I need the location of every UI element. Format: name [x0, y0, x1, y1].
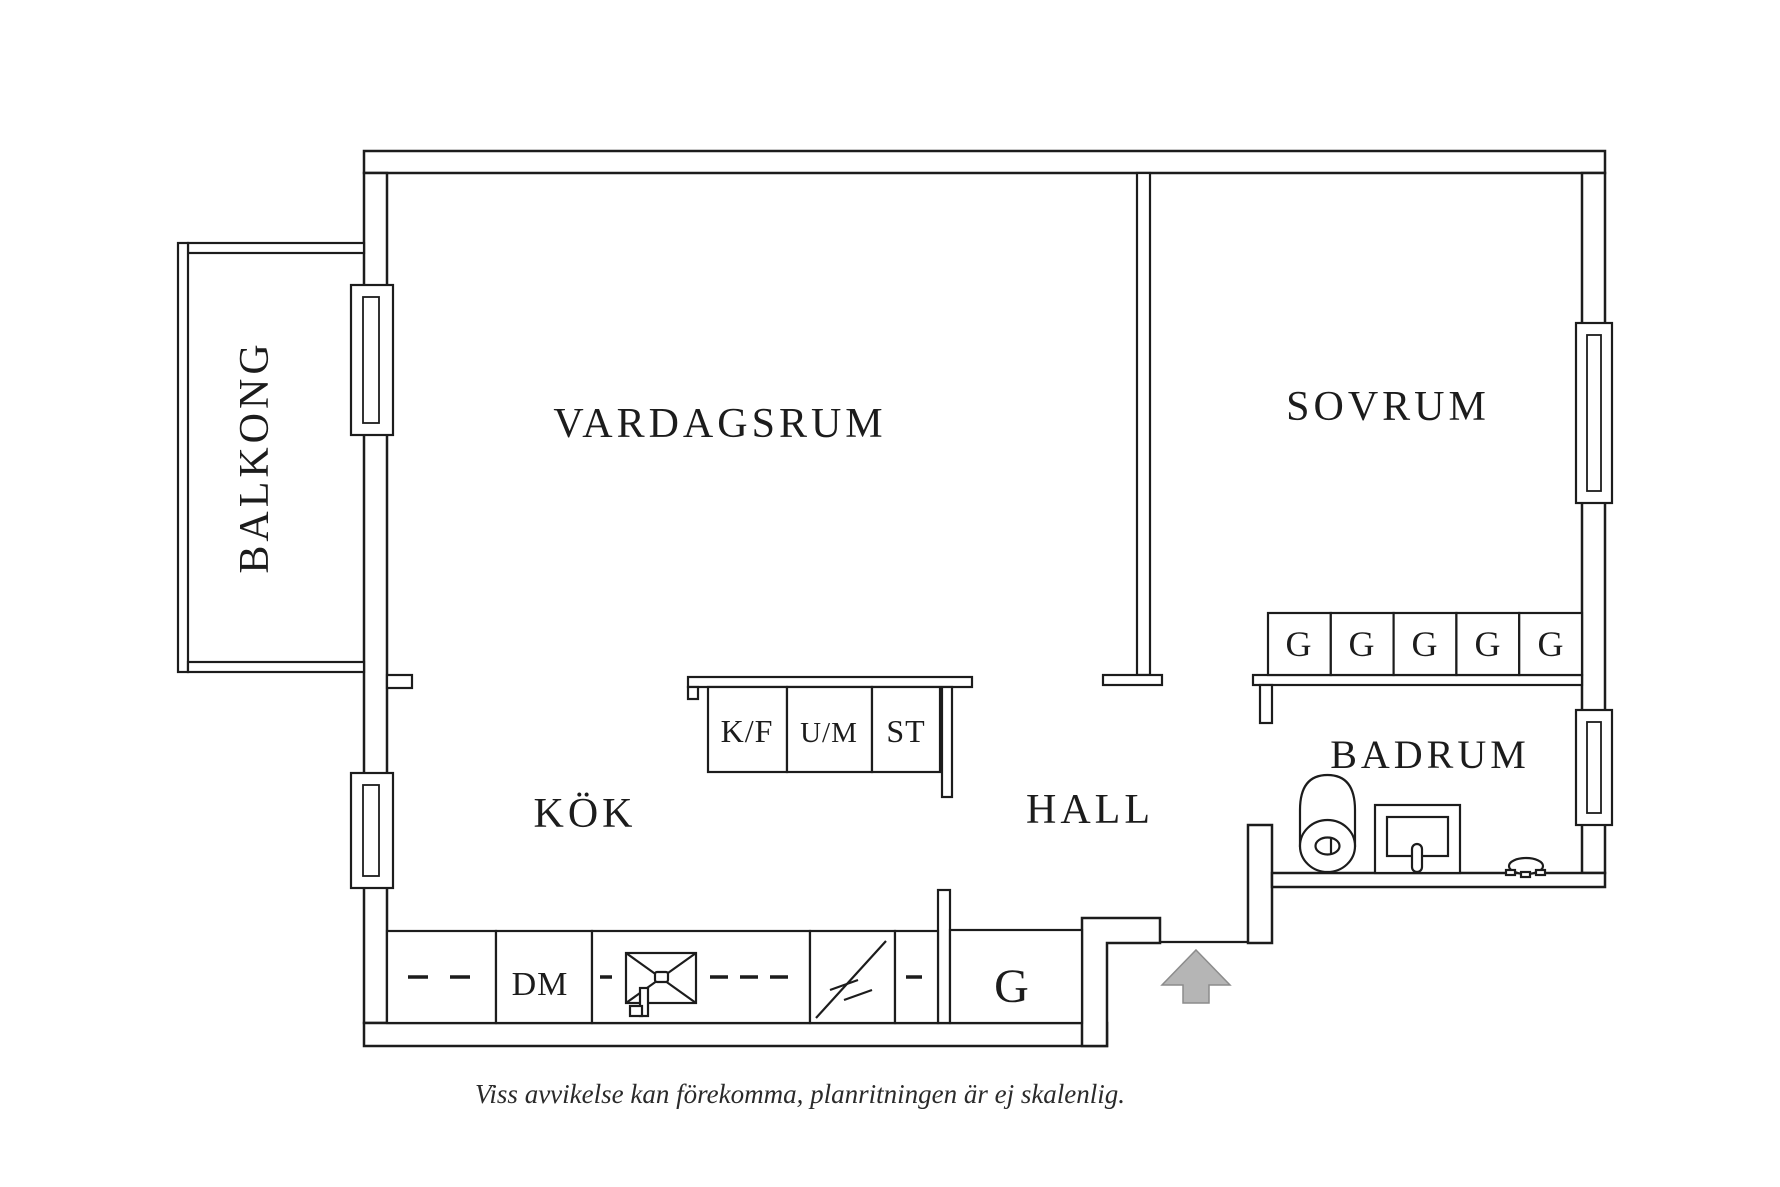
cabinet-fridge-freezer	[706, 685, 789, 774]
living-room-window-icon	[349, 283, 395, 437]
wall-cabinet-left-tick	[686, 685, 700, 701]
wall-bathroom-north	[1251, 673, 1584, 687]
wall-bedroom-west-foot	[1101, 673, 1164, 687]
wall-bathroom-door-jamb	[1258, 683, 1274, 725]
wall-bedroom-west	[1135, 171, 1152, 677]
dishwasher-label: DM	[512, 966, 569, 1003]
sink-faucet	[638, 986, 650, 1018]
wardrobe-box	[1518, 611, 1584, 677]
window-sash	[1586, 721, 1602, 814]
wall-south-kitchen	[362, 1021, 1109, 1048]
counter-cell	[385, 929, 498, 1025]
kitchen-counter: DM	[385, 929, 940, 1025]
stove-diagonal	[815, 940, 887, 1019]
windows	[349, 283, 1614, 890]
wall-north	[362, 149, 1607, 175]
interior-walls	[385, 171, 1584, 1025]
window-sash	[362, 784, 380, 877]
cabinet-fridge-freezer-label: K/F	[721, 713, 774, 749]
toilet-icon	[1298, 773, 1357, 874]
bedroom-window-icon	[1574, 321, 1614, 505]
balcony-wall-south	[186, 660, 366, 674]
stove-icon	[815, 940, 887, 1019]
kitchen-sink-icon	[624, 951, 698, 1018]
room-labels: VARDAGSRUM SOVRUM KÖK HALL BADRUM	[534, 384, 1530, 837]
wardrobe-label: G	[1286, 624, 1313, 664]
wall-hall-closet-west	[936, 888, 952, 1025]
bathroom-fixtures	[1298, 773, 1547, 879]
cabinet-washing-machine	[785, 685, 874, 774]
window-sash	[1586, 334, 1602, 492]
balcony-wall-west	[176, 241, 190, 674]
wall-entry-step	[1080, 916, 1162, 1048]
wall-cabinet-top	[686, 675, 974, 689]
hall-closet-label: G	[994, 960, 1030, 1013]
wall-south-bathroom	[1270, 871, 1607, 889]
hall-closet: G	[948, 928, 1084, 1025]
kitchen-window-icon	[349, 771, 395, 890]
wardrobe-label: G	[1538, 624, 1565, 664]
cabinet-washing-machine-label: U/M	[800, 717, 858, 749]
wardrobe-box	[1455, 611, 1521, 677]
cabinet-storage	[870, 685, 942, 774]
wardrobe-label: G	[1475, 624, 1502, 664]
bathroom-window-icon	[1574, 708, 1614, 827]
exterior-walls	[362, 149, 1607, 1048]
window-sash	[362, 296, 380, 424]
bathroom-sink-icon	[1373, 803, 1462, 875]
sink-faucet	[1410, 842, 1424, 874]
drain-foot	[1504, 868, 1517, 877]
kitchen-label: KÖK	[534, 791, 637, 837]
floor-drain-icon	[1504, 856, 1547, 879]
wardrobe-box	[1266, 611, 1332, 677]
sink-faucet-base	[628, 1004, 644, 1018]
wardrobe-box	[1329, 611, 1395, 677]
cabinet-storage-label: ST	[886, 713, 925, 749]
drain-foot	[1519, 870, 1532, 879]
hall-closet-box	[948, 928, 1084, 1025]
wall-kitchen-hall	[940, 685, 954, 799]
entrance-arrow-icon	[1160, 948, 1232, 1004]
dishwasher-cell	[494, 929, 594, 1025]
living-room-label: VARDAGSRUM	[553, 401, 886, 447]
sink-drain	[653, 970, 670, 984]
wall-bathroom-west-lower	[1246, 823, 1274, 945]
bedroom-label: SOVRUM	[1286, 384, 1490, 430]
balcony-wall-north	[186, 241, 366, 255]
wardrobe-box	[1392, 611, 1458, 677]
stove-tick	[829, 978, 859, 992]
balcony: BALKONG	[176, 241, 366, 674]
disclaimer-caption: Viss avvikelse kan förekomma, planritnin…	[475, 1079, 1125, 1109]
wardrobe-label: G	[1349, 624, 1376, 664]
bedroom-wardrobes: G G G G G	[1266, 611, 1584, 677]
balcony-label: BALKONG	[232, 340, 278, 573]
wall-kitchen-west-stub	[385, 673, 414, 690]
stove-tick	[843, 988, 873, 1002]
hall-label: HALL	[1026, 787, 1154, 833]
bathroom-label: BADRUM	[1330, 732, 1530, 777]
drain-foot	[1534, 868, 1547, 877]
cabinet-row: K/F U/M ST	[706, 685, 942, 774]
wardrobe-label: G	[1412, 624, 1439, 664]
toilet-drain	[1314, 836, 1341, 856]
